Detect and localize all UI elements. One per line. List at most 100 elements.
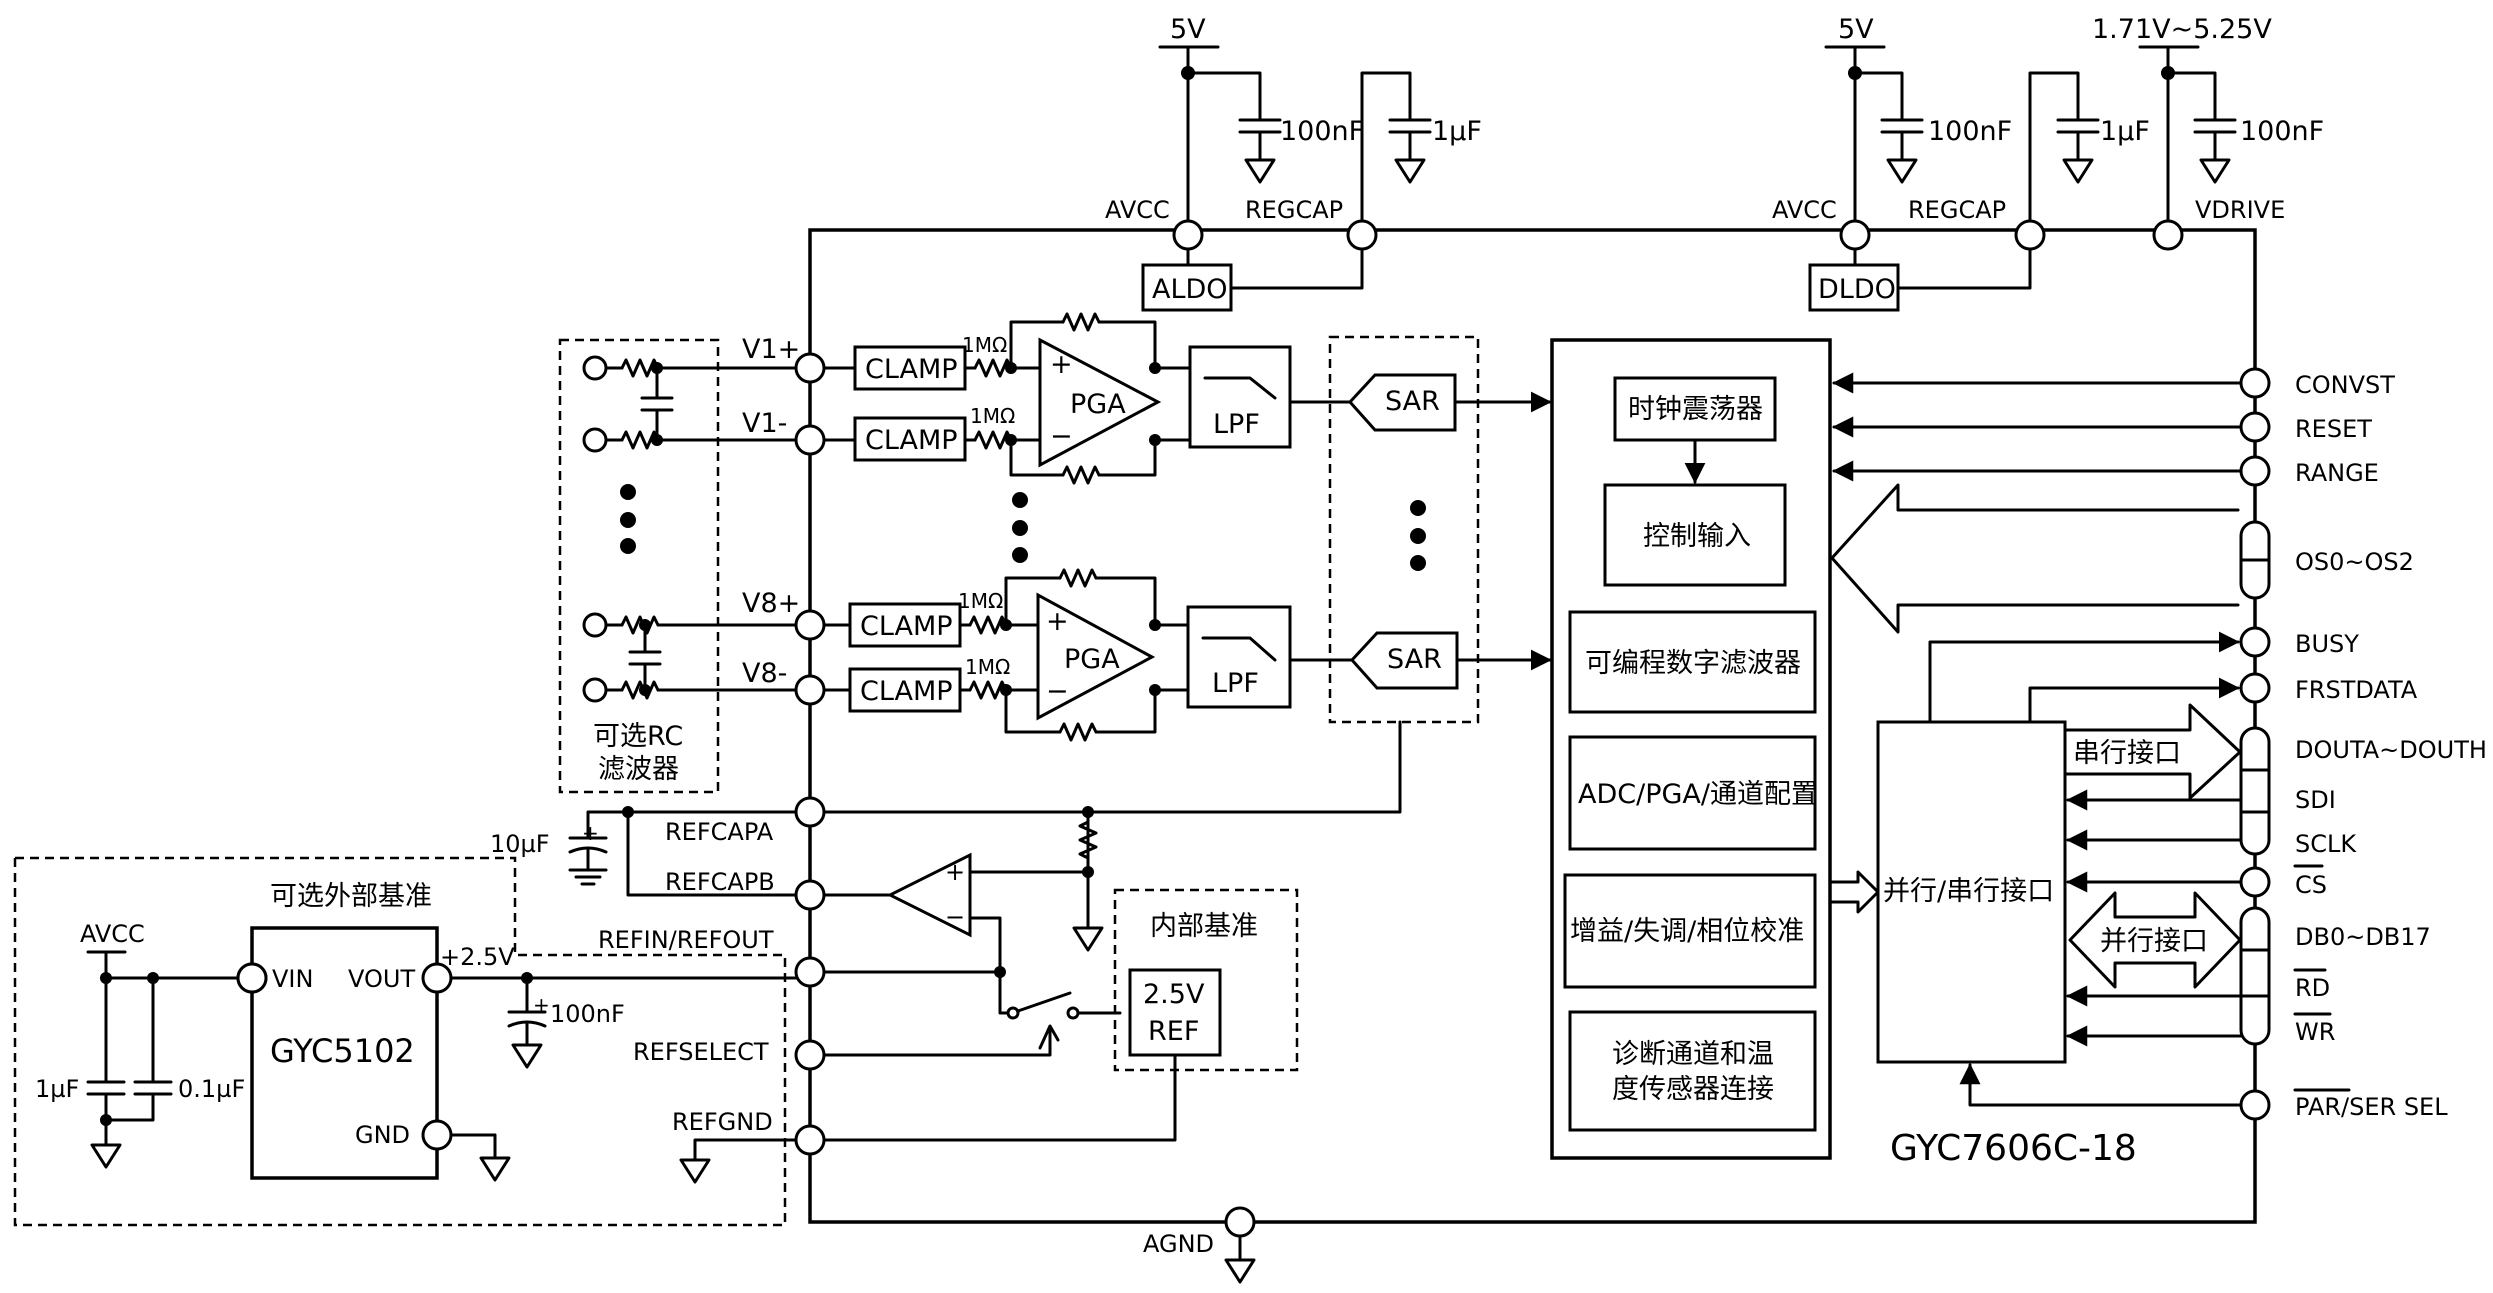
rc-filter-box [558, 338, 720, 794]
parallel-arrow [2068, 891, 2242, 989]
pin-label-os: OS0~OS2 [2295, 548, 2414, 576]
right-pins: CONVST RESET RANGE OS0~OS2 BUSY FRSTDATA… [1832, 367, 2487, 1121]
power-right: 5V 100nF AVCC DLDO 1µF REGCAP 1.71V~5.25… [1772, 14, 2324, 312]
svg-text:−: − [1050, 421, 1073, 452]
pin-v1m [794, 424, 826, 456]
lpf-ch1 [1188, 345, 1292, 449]
pga-ch1-label: PGA [1070, 389, 1126, 420]
ext-pin-gnd [421, 1119, 453, 1151]
ext-vout-label: VOUT [348, 965, 415, 993]
adc-config-label: ADC/PGA/通道配置 [1578, 779, 1818, 810]
pin-label-range: RANGE [2295, 459, 2379, 487]
pin-par-ser-sel [2239, 1089, 2271, 1121]
os-hollow-arrow [1830, 483, 2240, 634]
pin-v8p [794, 609, 826, 641]
svg-text:+: + [533, 993, 550, 1017]
pga-ch1 [1038, 337, 1162, 468]
ref-label-1: 2.5V [1143, 979, 1205, 1010]
chip-name: GYC7606C-18 [1890, 1128, 2137, 1169]
lpf-ch1-label: LPF [1213, 409, 1260, 440]
pin-label-refin-refout: REFIN/REFOUT [598, 926, 774, 954]
pin-agnd [1224, 1206, 1256, 1238]
rc-filter-label-2: 滤波器 [598, 754, 679, 785]
pin-label-refselect: REFSELECT [633, 1038, 769, 1066]
pin-label-vdrive: VDRIVE [2195, 196, 2285, 224]
ch1-signal-path: CLAMP CLAMP 1MΩ 1MΩ + − PGA LPF SA [822, 312, 1552, 485]
pin-label-busy: BUSY [2295, 630, 2359, 658]
power-left: 5V 100nF AVCC ALDO 1µF REGCAP [1105, 14, 1482, 312]
internal-ref-box [1113, 888, 1299, 1072]
pin-vdrive [2152, 219, 2184, 251]
pin-refin-refout [794, 956, 826, 988]
chip-outline [808, 228, 2257, 1224]
pin-label-regcap-left: REGCAP [1245, 196, 1343, 224]
cap-label-100nf-right: 100nF [2240, 116, 2324, 147]
aldo-box [1141, 263, 1233, 312]
pin-label-avcc-right: AVCC [1772, 196, 1837, 224]
svg-text:+: + [945, 858, 965, 886]
ext-cap-100nf: 100nF [550, 1000, 625, 1028]
ch8-signal-path: CLAMP CLAMP 1MΩ 1MΩ + − PGA LPF SAR [822, 568, 1552, 742]
rc-filter-label-1: 可选RC [593, 721, 683, 752]
pin-v8m [794, 674, 826, 706]
external-ref-title: 可选外部基准 [270, 881, 432, 912]
svg-text:−: − [945, 903, 965, 931]
lpf-ch8-label: LPF [1212, 668, 1259, 699]
digital-filter-box [1568, 610, 1817, 714]
digital-core: 时钟震荡器 控制输入 可编程数字滤波器 ADC/PGA/通道配置 增益/失调/相… [1550, 338, 2240, 1160]
pin-regcap-right [2014, 219, 2046, 251]
pin-label-par-ser-sel: PAR/SER SEL [2295, 1093, 2448, 1121]
pin-avcc-right [1839, 219, 1871, 251]
pin-label-v8m: V8- [742, 658, 787, 689]
pin-refcapa [794, 796, 826, 828]
svg-text:+: + [1046, 606, 1069, 637]
sar-ch1-label: SAR [1385, 386, 1440, 417]
clamp-v1m [853, 416, 967, 462]
res-1m-v8m: 1MΩ [965, 655, 1010, 679]
pin-label-avcc-left: AVCC [1105, 196, 1170, 224]
ext-gnd-label: GND [355, 1121, 410, 1149]
pin-v1p [794, 352, 826, 384]
cap-label-100nf-left: 100nF [1280, 116, 1364, 147]
ext-vin-label: VIN [272, 965, 313, 993]
pin-range [2239, 455, 2271, 487]
pin-label-agnd: AGND [1143, 1230, 1214, 1258]
clamp-v1m-label: CLAMP [865, 425, 958, 456]
serial-arrow [2063, 703, 2242, 800]
pga-ch8 [1036, 592, 1156, 721]
clamp-v8p-label: CLAMP [860, 611, 953, 642]
supply-label-left: 5V [1170, 14, 1206, 45]
pin-refcapb [794, 879, 826, 911]
pin-reset [2239, 411, 2271, 443]
cap-label-100nf-mid: 100nF [1928, 116, 2012, 147]
pin-label-convst: CONVST [2295, 371, 2395, 399]
calibration-label: 增益/失调/相位校准 [1570, 916, 1804, 947]
ext-2v5-label: +2.5V [440, 943, 515, 971]
sar-group-box [1328, 335, 1480, 724]
pin-label-db: DB0~DB17 [2295, 923, 2431, 951]
res-1m-v1: 1MΩ [962, 333, 1007, 357]
channel-v1 [582, 355, 802, 453]
res-1m-v1m: 1MΩ [970, 404, 1015, 428]
pin-convst [2239, 367, 2271, 399]
svg-text:+: + [1050, 349, 1073, 380]
pin-avcc-left [1172, 219, 1204, 251]
reference-section: REFCAPA + 10µF REFCAPB + − REFIN/REFOU [490, 720, 1402, 1184]
pin-label-regcap-right: REGCAP [1908, 196, 2006, 224]
clamp-v1p-label: CLAMP [865, 354, 958, 385]
cap-label-1uf-right: 1µF [2100, 116, 2150, 147]
pin-cs [2239, 866, 2271, 898]
pin-label-frstdata: FRSTDATA [2295, 676, 2418, 704]
pin-label-wr: WR [2295, 1018, 2335, 1046]
diag-label-1: 诊断通道和温 [1612, 1039, 1774, 1070]
pin-label-refcapb: REFCAPB [665, 868, 775, 896]
cap-label-1uf-left: 1µF [1432, 116, 1482, 147]
internal-ref-title: 内部基准 [1150, 911, 1258, 942]
supply-label-vdrive: 1.71V~5.25V [2092, 14, 2272, 45]
diag-label-2: 度传感器连接 [1612, 1074, 1774, 1105]
cap-label-10uf: 10µF [490, 830, 550, 858]
svg-text:+: + [582, 821, 599, 845]
control-input-label: 控制输入 [1643, 521, 1751, 552]
digital-block [1550, 338, 1832, 1160]
